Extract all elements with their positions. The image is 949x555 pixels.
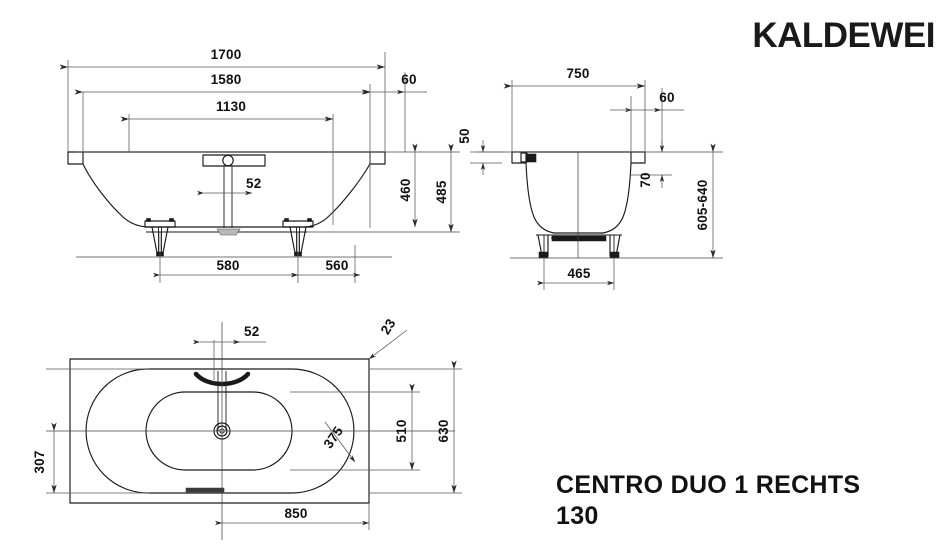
plan-view: 52 23 375 510 630: [32, 316, 462, 540]
dimension-label: 52: [246, 176, 261, 191]
dimension-label: 375: [321, 423, 347, 451]
front-elevation-bath-outline: [67, 151, 386, 233]
front-elevation-overflow-fitting: [202, 154, 266, 236]
dimension-fe-60: 60: [364, 72, 427, 95]
dimension-label: 580: [216, 258, 239, 273]
dimension-label: 307: [32, 450, 47, 473]
dimension-label: 1580: [211, 72, 242, 87]
dimension-label: 60: [401, 72, 416, 87]
dimension-label: 605-640: [695, 180, 710, 231]
dimension-label: 52: [244, 324, 259, 339]
dimension-pl-510: 510: [394, 383, 415, 471]
side-elevation-overflow-fitting: [520, 152, 537, 163]
side-elevation-support-frame: [536, 234, 622, 259]
dimension-se-605-640: 605-640: [695, 143, 716, 259]
dimension-label: 1130: [216, 99, 246, 114]
dimension-fe-560: 560: [291, 258, 361, 278]
dimension-pl-23: 23: [368, 316, 408, 360]
front-elevation-leg-left: [144, 218, 176, 257]
dimension-label: 460: [398, 178, 413, 201]
dimension-pl-375: 375: [321, 421, 356, 463]
side-elevation-bath-outline: [511, 151, 646, 239]
dimension-label: 50: [457, 128, 472, 143]
product-title-line-2: 130: [556, 501, 599, 530]
dimension-label: 23: [378, 316, 399, 337]
plan-inner-oval: [145, 391, 293, 471]
dimension-fe-485: 485: [434, 143, 454, 233]
kaldewei-logo: KALDEWEI: [752, 16, 935, 55]
dimension-fe-1700: 1700: [59, 47, 386, 70]
side-elevation-view: 750 60 50 70: [457, 66, 723, 290]
dimension-label: 70: [638, 172, 653, 187]
dimension-label: 485: [434, 180, 449, 203]
dimension-se-70: 70: [631, 140, 672, 188]
dimension-pl-52: 52: [193, 324, 266, 380]
dimension-label: 1700: [211, 47, 242, 62]
product-title-block: CENTRO DUO 1 RECHTS 130: [556, 470, 946, 531]
dimension-pl-850: 850: [215, 503, 370, 530]
dimension-label: 630: [436, 419, 451, 442]
dimension-label: 850: [284, 506, 307, 521]
dimension-fe-52: 52: [197, 176, 261, 196]
product-title-line-1: CENTRO DUO 1 RECHTS: [556, 471, 861, 499]
plan-rim-oval: [85, 368, 355, 494]
dimension-fe-580: 580: [153, 258, 299, 278]
dimension-pl-630: 630: [436, 360, 457, 494]
dimension-label: 465: [567, 266, 590, 281]
dimension-se-50: 50: [457, 128, 502, 175]
dimension-label: 750: [566, 66, 589, 81]
dimension-fe-1580: 1580: [74, 72, 371, 95]
dimension-label: 560: [325, 258, 348, 273]
dimension-pl-307: 307: [32, 422, 57, 494]
dimension-se-750: 750: [503, 66, 646, 89]
dimension-fe-1130: 1130: [120, 99, 334, 122]
dimension-label: 510: [394, 419, 409, 442]
dimension-se-60: 60: [610, 90, 684, 113]
front-elevation-view: 1700 1580 1130 60 52: [59, 47, 460, 283]
dimension-label: 60: [659, 90, 674, 105]
dimension-se-465: 465: [537, 266, 615, 286]
dimension-fe-460: 460: [398, 143, 418, 228]
plan-bottom-detail: [185, 487, 225, 493]
